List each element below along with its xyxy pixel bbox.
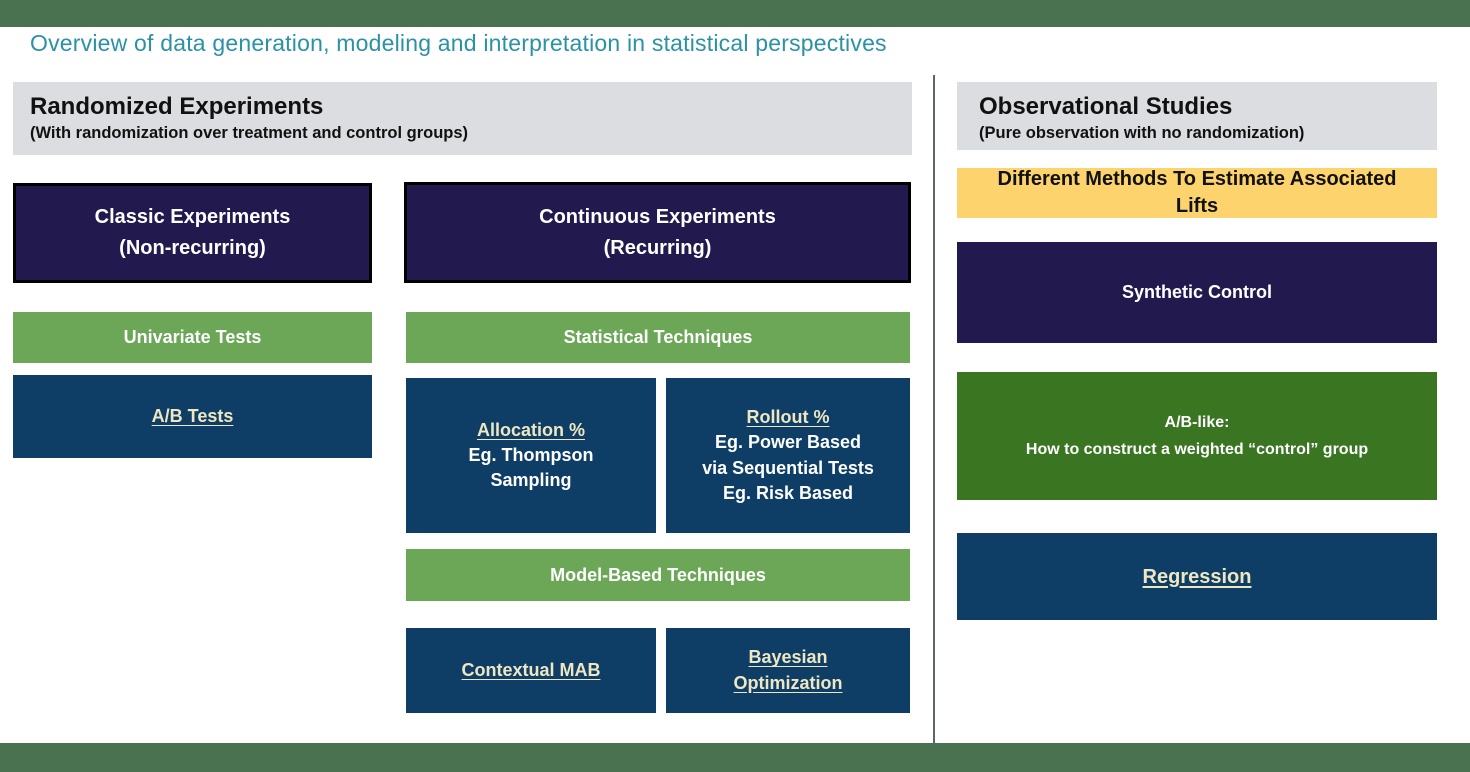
continuous-experiments-title-line2: (Recurring) <box>603 236 712 259</box>
allocation-link[interactable]: Allocation % <box>476 419 585 440</box>
rollout-example-line1: Eg. Power Based <box>714 432 862 453</box>
univariate-tests-label: Univariate Tests <box>123 327 262 347</box>
ab-tests-link[interactable]: A/B Tests <box>151 405 234 426</box>
allocation-example-line1: Eg. Thompson <box>468 444 594 465</box>
top-accent-bar <box>0 0 1470 27</box>
rollout-example-line2: via Sequential Tests <box>702 457 874 478</box>
synthetic-control-box: Synthetic Control <box>957 242 1437 343</box>
continuous-experiments-box: Continuous Experiments (Recurring) <box>404 182 911 283</box>
methods-banner-line2: Lifts <box>1175 195 1219 217</box>
classic-experiments-box: Classic Experiments (Non-recurring) <box>13 183 372 283</box>
regression-box[interactable]: Regression <box>957 533 1437 620</box>
regression-link[interactable]: Regression <box>1142 565 1252 588</box>
classic-experiments-title-line2: (Non-recurring) <box>119 237 266 259</box>
statistical-techniques-label: Statistical Techniques <box>563 327 753 347</box>
bayesian-optimization-link-line2[interactable]: Optimization <box>733 672 843 693</box>
allocation-box[interactable]: Allocation % Eg. Thompson Sampling <box>406 378 656 533</box>
classic-experiments-title-line1: Classic Experiments <box>94 206 291 228</box>
statistical-techniques-banner: Statistical Techniques <box>406 312 910 363</box>
model-based-techniques-label: Model-Based Techniques <box>550 564 766 585</box>
contextual-mab-box[interactable]: Contextual MAB <box>406 628 656 713</box>
continuous-experiments-title-line1: Continuous Experiments <box>539 205 776 228</box>
ab-like-line1: A/B-like: <box>1164 413 1230 431</box>
model-based-techniques-banner: Model-Based Techniques <box>406 549 910 601</box>
bottom-accent-bar <box>0 743 1470 772</box>
methods-banner-line1: Different Methods To Estimate Associated <box>997 168 1397 190</box>
section-divider <box>933 75 935 743</box>
methods-banner: Different Methods To Estimate Associated… <box>957 168 1437 218</box>
randomized-experiments-title: Randomized Experiments <box>30 93 324 120</box>
univariate-tests-banner: Univariate Tests <box>13 312 372 363</box>
randomized-experiments-subtitle: (With randomization over treatment and c… <box>30 124 469 143</box>
bayesian-optimization-box[interactable]: Bayesian Optimization <box>666 628 910 713</box>
ab-like-line2: How to construct a weighted “control” gr… <box>1025 441 1369 458</box>
ab-like-box: A/B-like: How to construct a weighted “c… <box>957 372 1437 500</box>
randomized-experiments-header: Randomized Experiments (With randomizati… <box>13 82 912 155</box>
bayesian-optimization-link-line1[interactable]: Bayesian <box>748 647 828 668</box>
rollout-link[interactable]: Rollout % <box>746 407 830 428</box>
synthetic-control-label: Synthetic Control <box>1121 281 1272 302</box>
rollout-box[interactable]: Rollout % Eg. Power Based via Sequential… <box>666 378 910 533</box>
observational-studies-title: Observational Studies <box>979 93 1233 120</box>
allocation-example-line2: Sampling <box>490 470 572 491</box>
rollout-example-line3: Eg. Risk Based <box>722 482 854 503</box>
ab-tests-box[interactable]: A/B Tests <box>13 375 372 458</box>
contextual-mab-link[interactable]: Contextual MAB <box>461 659 601 680</box>
page-title: Overview of data generation, modeling an… <box>30 30 887 56</box>
observational-studies-header: Observational Studies (Pure observation … <box>957 82 1437 150</box>
observational-studies-subtitle: (Pure observation with no randomization) <box>979 124 1305 143</box>
